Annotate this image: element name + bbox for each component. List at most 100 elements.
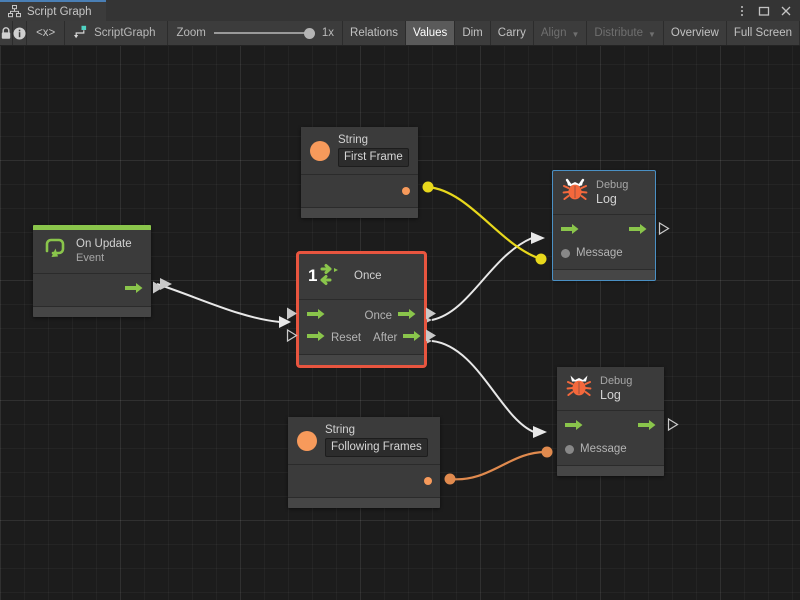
graph-name-field[interactable]: ScriptGraph — [65, 21, 169, 45]
graph-connections — [156, 181, 553, 485]
node-on-update[interactable]: On Update Event — [33, 225, 163, 317]
graph-toolbar: <x> ScriptGraph Zoom 1x Relations — [0, 21, 800, 46]
node-once[interactable]: 1 Once — [286, 251, 436, 368]
node-title: String — [325, 424, 356, 436]
node-subtitle: Event — [76, 251, 105, 264]
toolbar-button-overview-label: Overview — [670, 27, 719, 39]
info-icon[interactable] — [13, 21, 28, 45]
message-in-port-icon[interactable] — [561, 248, 570, 258]
flow-arrow-icon[interactable] — [638, 418, 656, 436]
flow-arrow-icon[interactable] — [398, 307, 416, 325]
chevron-down-icon: ▼ — [571, 29, 580, 39]
port-row-flow[interactable] — [557, 416, 679, 438]
node-debug-log-bottom[interactable]: Debug Log — [557, 367, 679, 476]
close-icon[interactable] — [776, 1, 796, 21]
toolbar-button-align[interactable]: Align ▼ — [534, 21, 588, 45]
flow-out-connector-icon[interactable] — [152, 281, 164, 300]
edge-on-update-to-once[interactable] — [156, 278, 291, 328]
window-titlebar: Script Graph — [0, 0, 800, 21]
string-value-input[interactable]: Following Frames — [325, 437, 428, 458]
port-label-once-out: Once — [364, 310, 393, 322]
node-debug-log-top[interactable]: Debug Log — [552, 170, 670, 281]
node-header-texts: Once — [354, 270, 382, 284]
node-header: Debug Log — [553, 171, 655, 215]
node-header: Debug Log — [557, 367, 664, 411]
toolbar-button-distribute[interactable]: Distribute ▼ — [587, 21, 664, 45]
node-footer — [557, 465, 664, 476]
node-header: 1 Once — [299, 254, 424, 300]
toolbar-button-align-label: Align — [540, 27, 567, 39]
zoom-slider[interactable] — [213, 27, 315, 39]
zoom-slider-knob[interactable] — [303, 28, 315, 39]
toolbar-button-overview[interactable]: Overview — [664, 21, 727, 45]
toolbar-button-relations[interactable]: Relations — [343, 21, 406, 45]
node-title: String — [338, 134, 369, 146]
node-string-following-frames[interactable]: String Following Frames — [288, 417, 440, 509]
zoom-slider-track — [213, 32, 314, 34]
toolbar-button-carry-label: Carry — [497, 27, 526, 39]
bug-icon — [562, 178, 588, 207]
port-row-message[interactable]: Message — [553, 242, 655, 264]
flow-arrow-icon[interactable] — [561, 222, 579, 240]
port-label-after: After — [373, 332, 398, 344]
toolbar-button-distribute-label: Distribute — [594, 27, 643, 39]
code-icon[interactable]: <x> — [27, 21, 66, 45]
flow-in-connector-icon[interactable] — [286, 328, 298, 348]
flow-out-connector-icon[interactable] — [658, 221, 670, 241]
kebab-menu-icon[interactable] — [732, 1, 752, 21]
port-row-reset-after[interactable]: Reset After — [286, 327, 436, 349]
maximize-icon[interactable] — [754, 1, 774, 21]
string-value-icon — [310, 140, 330, 161]
string-value-input[interactable]: First Frame — [338, 147, 409, 168]
toolbar-button-full-screen-label: Full Screen — [733, 27, 792, 39]
value-out-port-icon[interactable] — [424, 477, 432, 486]
node-header-texts: String First Frame — [338, 134, 409, 168]
lock-icon[interactable] — [0, 21, 14, 45]
flow-out-connector-icon[interactable] — [425, 329, 437, 348]
tab-script-graph[interactable]: Script Graph — [0, 0, 106, 21]
port-row-flow[interactable] — [553, 220, 670, 242]
flow-arrow-icon[interactable] — [307, 307, 325, 325]
node-header: String First Frame — [301, 127, 418, 176]
edge-once-to-debug-log-top[interactable] — [420, 232, 545, 326]
value-out-port-icon[interactable] — [402, 187, 410, 196]
port-row-value-out[interactable] — [301, 180, 418, 202]
script-graph-icon — [8, 5, 21, 18]
port-row-trigger-out[interactable] — [33, 279, 163, 301]
port-row-enter-once[interactable]: Once — [287, 305, 436, 327]
tab-label: Script Graph — [27, 5, 92, 18]
string-value-icon — [297, 430, 317, 451]
flow-arrow-icon[interactable] — [307, 329, 325, 347]
node-header-texts: On Update Event — [76, 238, 132, 265]
zoom-value: 1x — [321, 27, 335, 39]
node-body: Once — [286, 300, 436, 354]
flow-arrow-icon[interactable] — [125, 281, 143, 299]
toolbar-button-carry[interactable]: Carry — [491, 21, 534, 45]
graph-canvas[interactable]: On Update Event — [0, 46, 800, 600]
flow-out-connector-icon[interactable] — [425, 307, 437, 326]
node-body: Message — [557, 411, 679, 465]
toolbar-button-full-screen[interactable]: Full Screen — [727, 21, 800, 45]
port-row-value-out[interactable] — [288, 470, 440, 492]
flow-arrow-icon[interactable] — [565, 418, 583, 436]
flow-out-connector-icon[interactable] — [667, 417, 679, 437]
message-in-port-icon[interactable] — [565, 444, 574, 454]
edge-string-following-to-message-bottom[interactable] — [444, 446, 553, 485]
node-footer — [288, 497, 440, 509]
port-row-message[interactable]: Message — [557, 438, 664, 460]
port-label-message: Message — [576, 247, 623, 259]
toolbar-button-values[interactable]: Values — [406, 21, 456, 45]
node-header: String Following Frames — [288, 417, 440, 466]
node-subtitle: Log — [596, 191, 617, 206]
node-footer — [553, 269, 655, 280]
flow-in-connector-icon[interactable] — [286, 307, 298, 326]
edge-string-first-to-message-top[interactable] — [422, 181, 547, 265]
toolbar-button-dim[interactable]: Dim — [455, 21, 491, 45]
zoom-control[interactable]: Zoom 1x — [168, 21, 344, 45]
node-string-first-frame[interactable]: String First Frame — [301, 127, 418, 219]
flow-arrow-icon[interactable] — [629, 222, 647, 240]
flow-arrow-icon[interactable] — [403, 329, 421, 347]
zoom-label: Zoom — [176, 27, 206, 39]
on-update-event-icon — [42, 237, 68, 266]
bug-icon — [566, 374, 592, 403]
